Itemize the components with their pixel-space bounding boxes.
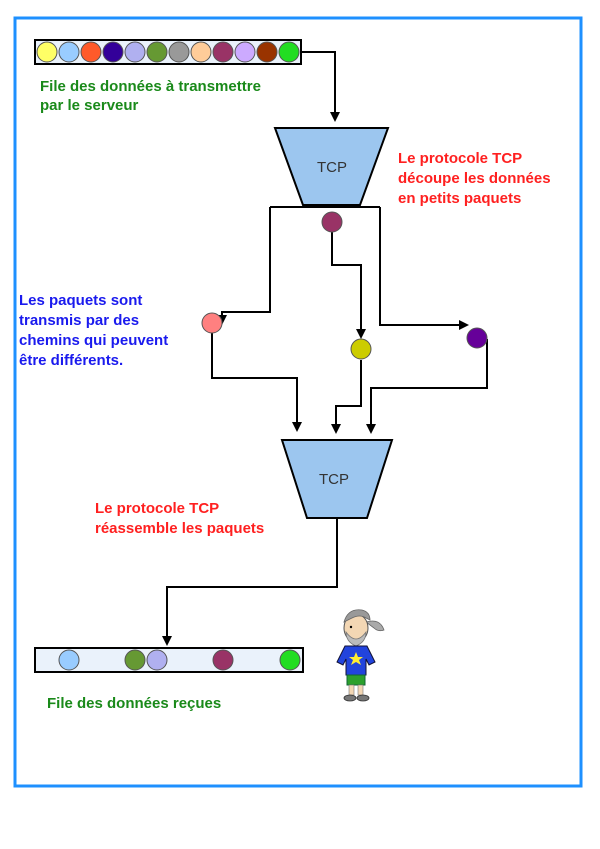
connector-arrow xyxy=(301,51,340,122)
route-left-down xyxy=(211,332,302,432)
diagram-frame xyxy=(13,16,583,788)
packet-icon xyxy=(350,338,372,360)
packet-icon xyxy=(256,41,278,63)
route-right xyxy=(379,207,469,330)
split-caption-2: découpe les données xyxy=(398,170,551,187)
packet-icon xyxy=(124,649,146,671)
packet-icon xyxy=(36,41,58,63)
route-middle-down xyxy=(331,360,362,434)
packet-icon xyxy=(212,41,234,63)
split-caption-1: Le protocole TCP xyxy=(398,150,522,167)
send-queue xyxy=(34,39,302,65)
packet-icon xyxy=(190,41,212,63)
packet-icon xyxy=(234,41,256,63)
route-middle xyxy=(331,232,366,339)
packet-icon xyxy=(321,211,343,233)
receive-queue-caption: File des données reçues xyxy=(47,695,221,712)
receive-queue-bar xyxy=(34,647,304,673)
paths-caption-4: être différents. xyxy=(19,352,123,369)
packet-icon xyxy=(124,41,146,63)
tcp-reassemble-funnel xyxy=(280,439,394,519)
receive-queue xyxy=(34,647,304,673)
connector-arrow xyxy=(162,518,338,646)
send-queue-caption-1: File des données à transmettre xyxy=(40,78,261,95)
packet-icon xyxy=(466,327,488,349)
packet-icon xyxy=(168,41,190,63)
packet-icon xyxy=(102,41,124,63)
reassemble-caption-1: Le protocole TCP xyxy=(95,500,219,517)
route-right-down xyxy=(366,339,488,434)
packet-icon xyxy=(146,41,168,63)
split-caption-3: en petits paquets xyxy=(398,190,521,207)
packet-icon xyxy=(58,649,80,671)
character-icon xyxy=(336,609,385,702)
packet-icon xyxy=(212,649,234,671)
tcp-split-funnel xyxy=(273,127,390,206)
paths-caption-1: Les paquets sont xyxy=(19,292,142,309)
tcp-bottom-label: TCP xyxy=(319,471,349,488)
route-left xyxy=(217,207,271,325)
packet-icon xyxy=(146,649,168,671)
packet-icon xyxy=(278,41,300,63)
packet-icon xyxy=(201,312,223,334)
packet-icon xyxy=(279,649,301,671)
paths-caption-2: transmis par des xyxy=(19,312,139,329)
tcp-top-label: TCP xyxy=(317,159,347,176)
paths-caption-3: chemins qui peuvent xyxy=(19,332,168,349)
send-queue-caption-2: par le serveur xyxy=(40,97,139,114)
reassemble-caption-2: réassemble les paquets xyxy=(95,520,264,537)
packet-icon xyxy=(58,41,80,63)
packet-icon xyxy=(80,41,102,63)
